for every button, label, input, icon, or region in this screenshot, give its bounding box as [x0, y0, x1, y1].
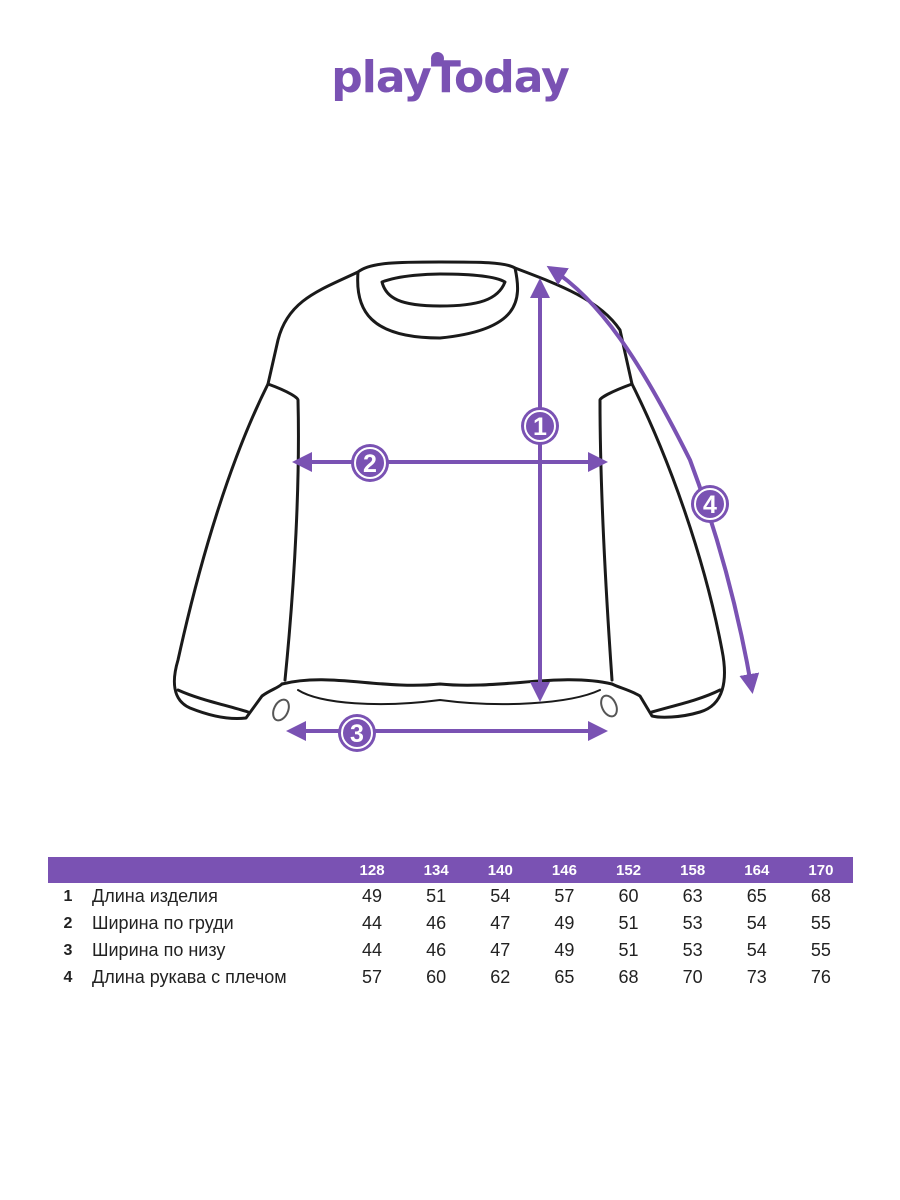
table-cell: 55: [810, 940, 831, 960]
table-cell: 47: [490, 940, 511, 960]
left-side-seam: [266, 382, 300, 682]
table-cell: 51: [426, 886, 447, 906]
table-cell: 68: [810, 886, 831, 906]
size-header: 134: [404, 857, 469, 883]
sweatshirt-illustration: [172, 260, 726, 720]
right-side-seam: [598, 382, 634, 682]
row-label: Ширина по груди: [92, 913, 234, 933]
marker-2-label: 2: [363, 450, 377, 478]
marker-4-label: 4: [703, 491, 717, 519]
table-cell: 55: [810, 913, 831, 933]
drawstring-toggles: [272, 694, 618, 722]
table-cell: 60: [426, 967, 447, 987]
size-header: 128: [340, 857, 405, 883]
neck-rib-inner: [380, 272, 507, 308]
brand-logo: playToday: [0, 52, 900, 103]
size-header-row: 128 134 140 146 152 158 164 170: [48, 857, 853, 883]
row-number: 2: [63, 914, 73, 932]
size-header: 164: [724, 857, 789, 883]
table-cell: 46: [426, 940, 447, 960]
row-label: Ширина по низу: [92, 940, 226, 960]
table-cell: 76: [810, 967, 831, 987]
left-sleeve: [172, 270, 360, 720]
table-cell: 49: [362, 886, 383, 906]
table-row: 3 Ширина по низу 44 46 47 49 51 53 54 55: [48, 937, 853, 964]
row-number: 1: [63, 887, 73, 905]
brand-logo-dot: [431, 52, 444, 65]
table-cell: 63: [682, 886, 703, 906]
row-number: 3: [63, 941, 73, 959]
marker-4: 4: [691, 485, 729, 523]
brand-logo-text: playToday: [331, 52, 570, 103]
table-row: 2 Ширина по груди 44 46 47 49 51 53 54 5…: [48, 910, 853, 937]
table-cell: 44: [362, 913, 383, 933]
left-sleeve-cuff: [176, 688, 250, 714]
table-cell: 54: [746, 913, 767, 933]
table-cell: 53: [682, 913, 703, 933]
table-cell: 57: [554, 886, 575, 906]
size-chart-table: 128 134 140 146 152 158 164 170 1 Длина …: [48, 857, 853, 991]
row-label: Длина рукава с плечом: [92, 967, 287, 987]
measurement-lines: [286, 265, 760, 741]
marker-1-label: 1: [533, 413, 547, 441]
table-cell: 65: [554, 967, 575, 987]
table-cell: 73: [746, 967, 767, 987]
table-cell: 57: [362, 967, 383, 987]
measure-4-line: [546, 265, 760, 694]
table-cell: 51: [618, 913, 639, 933]
table-cell: 70: [682, 967, 703, 987]
table-cell: 47: [490, 913, 511, 933]
header-spacer: [48, 857, 340, 883]
size-header: 170: [788, 857, 853, 883]
neck-rib-outer: [356, 260, 519, 340]
marker-1: 1: [521, 407, 559, 445]
table-cell: 65: [746, 886, 767, 906]
row-label: Длина изделия: [92, 886, 218, 906]
size-header: 152: [596, 857, 661, 883]
right-cord-lock: [600, 694, 618, 718]
row-number: 4: [63, 968, 73, 986]
hem: [280, 678, 614, 687]
table-cell: 49: [554, 913, 575, 933]
table-cell: 53: [682, 940, 703, 960]
marker-3-label: 3: [350, 720, 364, 748]
table-row: 4 Длина рукава с плечом 57 60 62 65 68 7…: [48, 964, 853, 991]
measurement-markers: 1 2 3 4: [338, 407, 729, 752]
table-cell: 44: [362, 940, 383, 960]
table-row: 1 Длина изделия 49 51 54 57 60 63 65 68: [48, 883, 853, 910]
size-header: 158: [660, 857, 725, 883]
size-header: 146: [532, 857, 597, 883]
marker-3: 3: [338, 714, 376, 752]
table-cell: 49: [554, 940, 575, 960]
table-cell: 54: [746, 940, 767, 960]
table-cell: 68: [618, 967, 639, 987]
table-cell: 54: [490, 886, 511, 906]
size-header: 140: [468, 857, 533, 883]
table-cell: 62: [490, 967, 511, 987]
marker-2: 2: [351, 444, 389, 482]
table-cell: 60: [618, 886, 639, 906]
hem-gathers: [297, 689, 601, 706]
table-cell: 51: [618, 940, 639, 960]
left-cord-lock: [272, 698, 290, 722]
table-cell: 46: [426, 913, 447, 933]
